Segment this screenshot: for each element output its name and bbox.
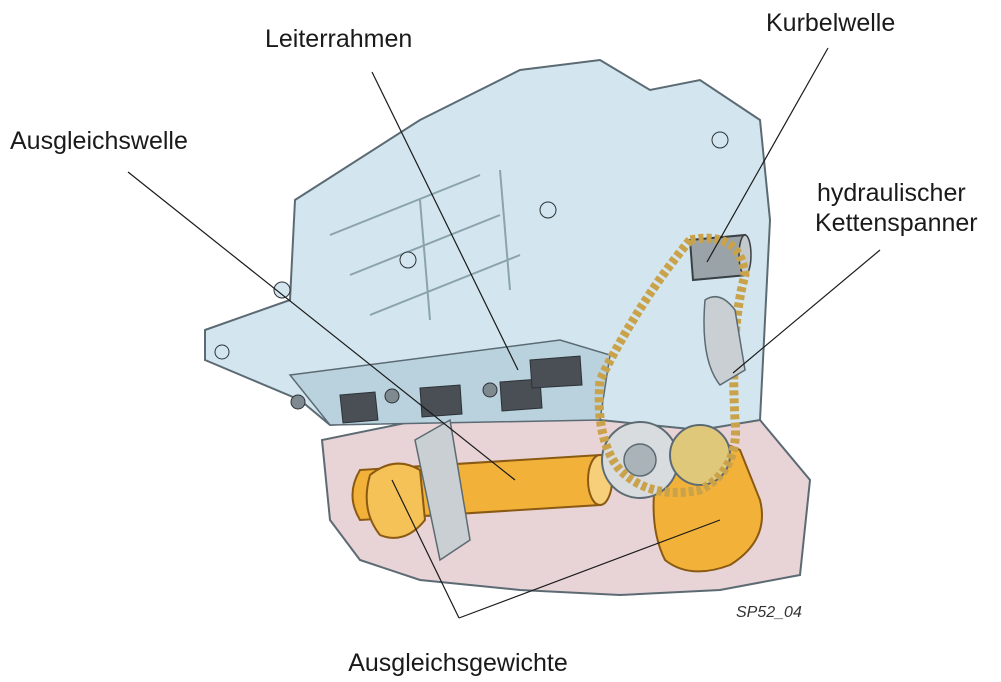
- label-kettenspanner-line1: hydraulischer: [815, 178, 978, 208]
- balance-weight-left: [367, 464, 425, 538]
- label-leiterrahmen: Leiterrahmen: [265, 24, 412, 54]
- figure-code: SP52_04: [736, 604, 802, 622]
- label-ausgleichswelle: Ausgleichswelle: [10, 126, 188, 156]
- label-ausgleichsgewichte: Ausgleichsgewichte: [348, 648, 568, 678]
- label-kettenspanner: hydraulischer Kettenspanner: [815, 178, 978, 238]
- label-kettenspanner-line2: Kettenspanner: [815, 208, 978, 238]
- label-kurbelwelle: Kurbelwelle: [766, 8, 895, 38]
